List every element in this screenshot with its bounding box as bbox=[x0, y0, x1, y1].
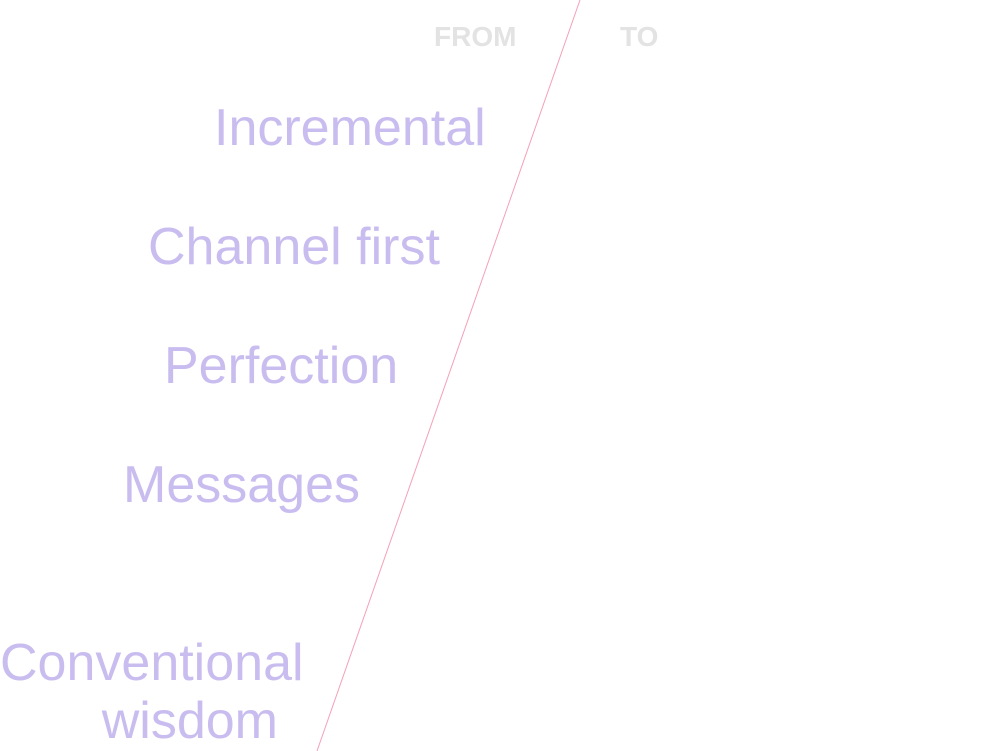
from-item-incremental: Incremental bbox=[214, 99, 486, 157]
from-item-conventional-wisdom-line2: wisdom bbox=[101, 692, 278, 750]
from-item-messages: Messages bbox=[123, 456, 360, 514]
from-item-channel-first: Channel first bbox=[148, 218, 440, 276]
from-item-conventional-wisdom-line1: Conventional bbox=[0, 634, 304, 692]
to-header: TO bbox=[620, 21, 659, 52]
from-header: FROM bbox=[434, 21, 517, 52]
from-item-conventional-wisdom: Conventional wisdom bbox=[0, 634, 304, 750]
from-item-perfection: Perfection bbox=[164, 337, 399, 395]
